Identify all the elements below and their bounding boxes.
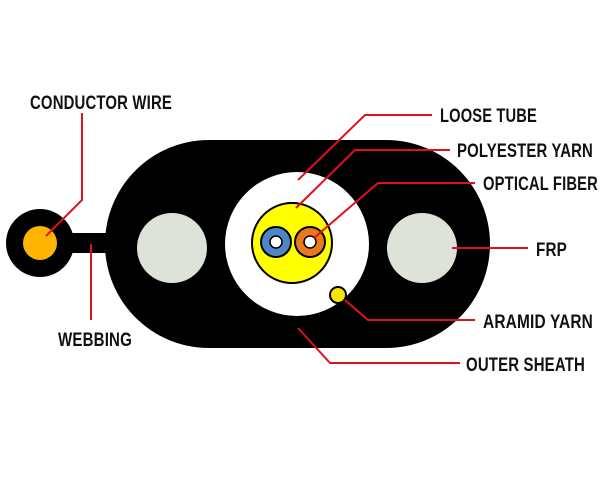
optical-fiber-orange-core	[303, 235, 317, 249]
optical-fiber-blue-core	[269, 235, 283, 249]
label-aramid-yarn: ARAMID YARN	[483, 312, 593, 333]
leader-outer-sheath	[297, 327, 460, 364]
leader-loose-tube	[297, 114, 432, 181]
leader-optical-fiber	[313, 182, 475, 239]
label-conductor-wire: CONDUCTOR WIRE	[30, 93, 172, 114]
frp-right	[387, 213, 457, 283]
label-outer-sheath: OUTER SHEATH	[466, 355, 585, 376]
polyester-yarn	[251, 202, 333, 284]
label-loose-tube: LOOSE TUBE	[440, 106, 537, 127]
leader-aramid-yarn	[344, 299, 475, 321]
leader-conductor-wire	[45, 113, 83, 237]
label-polyester-yarn: POLYESTER YARN	[457, 141, 593, 162]
aramid-yarn	[329, 286, 347, 304]
frp-left	[137, 213, 207, 283]
label-webbing: WEBBING	[58, 330, 132, 351]
leader-polyester-yarn	[295, 149, 450, 209]
label-optical-fiber: OPTICAL FIBER	[483, 174, 598, 195]
label-frp: FRP	[536, 240, 567, 261]
